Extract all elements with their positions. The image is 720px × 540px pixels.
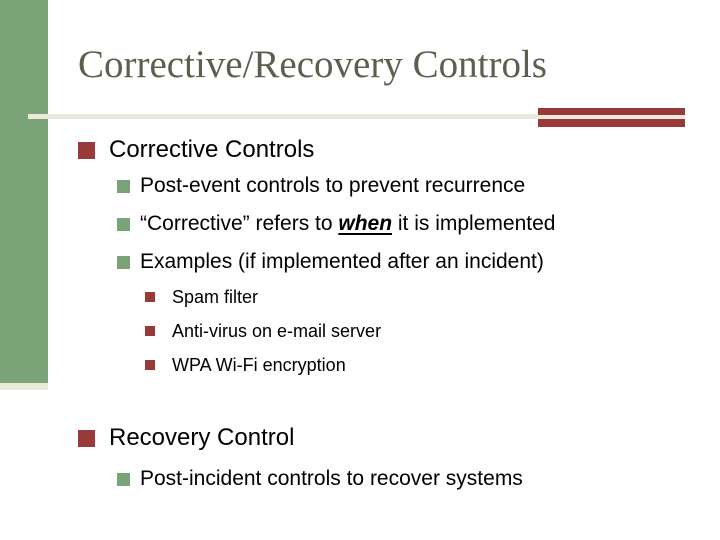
bullet-square-icon bbox=[117, 179, 130, 193]
list-item-text: “Corrective” refers to when it is implem… bbox=[140, 212, 555, 236]
bullet-square-icon bbox=[78, 429, 95, 447]
section-heading: Corrective Controls bbox=[109, 136, 315, 163]
sidebar-accent-bar-footer bbox=[0, 383, 48, 390]
section-heading: Recovery Control bbox=[109, 424, 295, 451]
list-item-text: Spam filter bbox=[172, 286, 259, 307]
accent-bar-bottom bbox=[538, 119, 685, 127]
list-item: Spam filter bbox=[145, 280, 381, 314]
list-item-text: Post-event controls to prevent recurrenc… bbox=[140, 174, 526, 197]
bullet-list-level2: Post-incident controls to recover system… bbox=[117, 462, 523, 496]
list-item-text: WPA Wi-Fi encryption bbox=[172, 354, 346, 375]
bullet-list-level3: Spam filter Anti-virus on e-mail server … bbox=[145, 280, 381, 382]
list-item: Examples (if implemented after an incide… bbox=[117, 243, 555, 281]
bullet-square-icon bbox=[78, 141, 95, 159]
section-heading-row: Corrective Controls bbox=[78, 136, 314, 164]
list-item: Anti-virus on e-mail server bbox=[145, 314, 381, 348]
list-item-text: Post-incident controls to recover system… bbox=[140, 467, 523, 490]
title-divider-rule bbox=[28, 114, 685, 119]
bullet-square-icon bbox=[117, 255, 130, 269]
accent-bar-top bbox=[538, 108, 685, 115]
bullet-square-icon bbox=[117, 217, 130, 231]
bullet-square-icon bbox=[145, 326, 155, 336]
list-item-text: Anti-virus on e-mail server bbox=[172, 320, 382, 341]
bullet-list-level2: Post-event controls to prevent recurrenc… bbox=[117, 167, 555, 281]
list-item: “Corrective” refers to when it is implem… bbox=[117, 205, 555, 243]
bullet-square-icon bbox=[145, 360, 155, 370]
bullet-square-icon bbox=[117, 472, 130, 486]
sidebar-accent-bar bbox=[0, 0, 48, 383]
section-heading-row: Recovery Control bbox=[78, 424, 294, 452]
list-item-text-pre: “Corrective” refers to bbox=[140, 212, 339, 235]
list-item: Post-incident controls to recover system… bbox=[117, 462, 523, 496]
list-item-text: Examples (if implemented after an incide… bbox=[140, 250, 544, 273]
list-item-text-post: it is implemented bbox=[392, 212, 556, 235]
list-item: WPA Wi-Fi encryption bbox=[145, 348, 381, 382]
emphasized-word: when bbox=[338, 212, 393, 235]
list-item: Post-event controls to prevent recurrenc… bbox=[117, 167, 555, 205]
bullet-square-icon bbox=[145, 292, 155, 302]
slide-title: Corrective/Recovery Controls bbox=[78, 43, 547, 86]
